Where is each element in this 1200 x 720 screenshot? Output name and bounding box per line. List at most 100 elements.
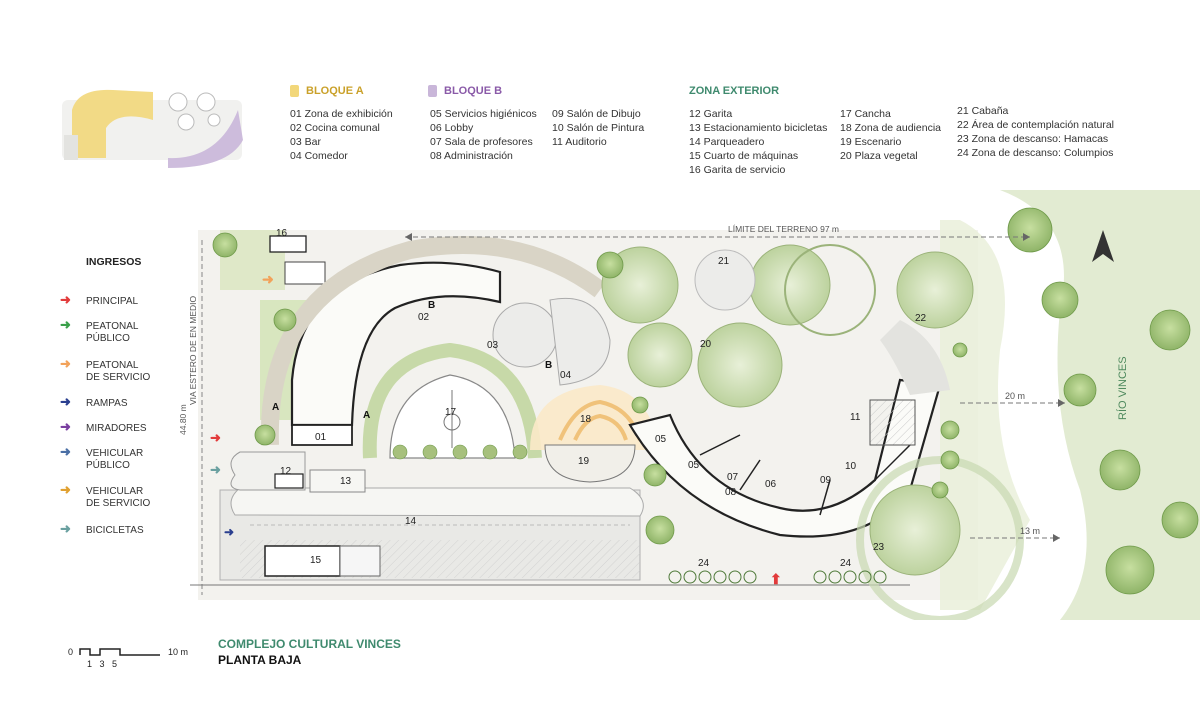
scale-bar	[79, 648, 160, 656]
via-label: VIA ESTERO DE EN MEDIO	[188, 296, 198, 405]
legend-item: 09 Salón de Dibujo	[552, 108, 641, 120]
room-label: 23	[873, 542, 885, 553]
arrow-icon: ➜	[60, 356, 71, 371]
room-label: 05	[655, 434, 667, 445]
legend-item: 18 Zona de audiencia	[840, 122, 941, 134]
room-label: 24	[840, 558, 852, 569]
section-mark: A	[272, 402, 279, 413]
room-label: 02	[418, 312, 430, 323]
room-label: 19	[578, 456, 590, 467]
room-label: 10	[845, 461, 857, 472]
room-label: 24	[698, 558, 710, 569]
legend-item: 03 Bar	[290, 136, 321, 148]
walkway-trees	[392, 444, 528, 460]
bloque-b-list-2: 09 Salón de Dibujo 10 Salón de Pintura 1…	[552, 107, 644, 149]
room-label: 08	[725, 487, 737, 498]
room-labels: 01 02 03 04 05 05 06 07 08 09 10 11 12 1…	[276, 228, 927, 569]
room-label: 20	[700, 339, 712, 350]
section-marks: A A B B	[272, 300, 552, 421]
svg-text:➜: ➜	[262, 271, 274, 287]
arrow-icon: ➜	[60, 444, 71, 459]
legend-item: 06 Lobby	[430, 122, 474, 134]
river-vegetation	[1000, 190, 1200, 620]
ingreso-label: PEATONAL DE SERVICIO	[86, 360, 151, 383]
zona-exterior-list-3: 21 Cabaña 22 Área de contemplación natur…	[957, 104, 1114, 160]
contemplation-area	[896, 251, 974, 329]
zona-exterior-list-1: 12 Garita 13 Estacionamiento bicicletas …	[689, 107, 827, 177]
scale-end: 10 m	[168, 647, 189, 657]
ingreso-label: RAMPAS	[86, 398, 128, 409]
room-label: 05	[688, 460, 700, 471]
legend-item: 20 Plaza vegetal	[840, 150, 918, 162]
plaza-vegetal-circle	[697, 322, 783, 408]
legend-item: 24 Zona de descanso: Columpios	[957, 147, 1114, 159]
ingreso-label: PRINCIPAL	[86, 296, 139, 307]
room-label: 12	[280, 466, 292, 477]
scale-ticks: 1 3 5	[87, 659, 118, 669]
legend-item: 19 Escenario	[840, 136, 902, 148]
hammock-zone	[869, 484, 961, 576]
bloque-a-title: BLOQUE A	[306, 85, 364, 97]
section-mark: B	[428, 300, 435, 311]
room-label: 04	[560, 370, 572, 381]
stage	[544, 444, 636, 483]
legend-item: 16 Garita de servicio	[689, 164, 786, 176]
room-label: 18	[580, 414, 592, 425]
arrow-icon: ➜	[60, 521, 71, 536]
ingreso-label: VEHICULAR DE SERVICIO	[86, 486, 151, 509]
ingresos-title: INGRESOS	[86, 256, 142, 268]
room-label: 21	[718, 256, 730, 267]
key-plan-thumbnail	[62, 89, 243, 168]
room-label: 06	[765, 479, 777, 490]
scale-zero: 0	[68, 647, 74, 657]
bloque-b-list-1: 05 Servicios higiénicos 06 Lobby 07 Sala…	[430, 107, 537, 163]
site-plan: ➜ ➜ ➜ ➜ ⬆ 01 02 03 04 05 05 06 07 08 09 …	[180, 190, 1200, 620]
svg-text:➜: ➜	[224, 525, 234, 539]
bicycle-parking	[309, 469, 366, 493]
bloque-a-swatch	[290, 85, 299, 97]
trees	[212, 207, 1199, 595]
swings	[668, 570, 887, 584]
ingreso-label: BICICLETAS	[86, 525, 144, 536]
dim-13-label: 13 m	[1020, 526, 1040, 536]
bloque-b-swatch	[428, 85, 437, 97]
legend-item: 17 Cancha	[840, 108, 891, 120]
machine-room	[264, 545, 341, 577]
legend-item: 23 Zona de descanso: Hamacas	[957, 133, 1109, 145]
dim-left-label: 44.80 m	[180, 404, 188, 435]
ingreso-label: MIRADORES	[86, 423, 147, 434]
legend-item: 21 Cabaña	[957, 105, 1009, 117]
legend-item: 12 Garita	[689, 108, 733, 120]
legend-item: 02 Cocina comunal	[290, 122, 380, 134]
legend-item: 01 Zona de exhibición	[290, 108, 393, 120]
room-label: 03	[487, 340, 499, 351]
section-mark: A	[363, 410, 370, 421]
arrow-icon: ➜	[60, 394, 71, 409]
rio-label: RÍO VINCES	[1116, 356, 1129, 420]
room-label: 22	[915, 313, 927, 324]
zona-exterior-title: ZONA EXTERIOR	[689, 85, 780, 97]
room-label: 01	[315, 432, 327, 443]
svg-text:⬆: ⬆	[770, 571, 782, 587]
bar-terrace	[492, 302, 558, 368]
legend-item: 11 Auditorio	[552, 136, 607, 148]
svg-text:➜: ➜	[210, 462, 221, 477]
ingreso-label: VEHICULAR PÚBLICO	[86, 448, 144, 471]
legend-item: 07 Sala de profesores	[430, 136, 533, 148]
room-label: 15	[310, 555, 322, 566]
plan-subtitle: PLANTA BAJA	[218, 653, 302, 667]
limite-label: LÍMITE DEL TERRENO 97 m	[728, 224, 839, 234]
ingreso-label: PEATONAL PÚBLICO	[86, 321, 139, 344]
arrow-icon: ➜	[60, 317, 71, 332]
room-label: 11	[850, 412, 861, 423]
legend-item: 22 Área de contemplación natural	[957, 119, 1115, 131]
room-label: 17	[445, 407, 457, 418]
bloque-b-title: BLOQUE B	[444, 85, 503, 97]
legend-item: 04 Comedor	[290, 150, 348, 162]
service-guard-house	[269, 235, 307, 253]
entry-arrows: ➜ ➜ ➜ ➜ ⬆	[210, 271, 782, 587]
section-mark: B	[545, 360, 552, 371]
legend-item: 14 Parqueadero	[689, 136, 765, 148]
room-label: 07	[727, 472, 739, 483]
outer-ring-walk	[260, 236, 606, 446]
